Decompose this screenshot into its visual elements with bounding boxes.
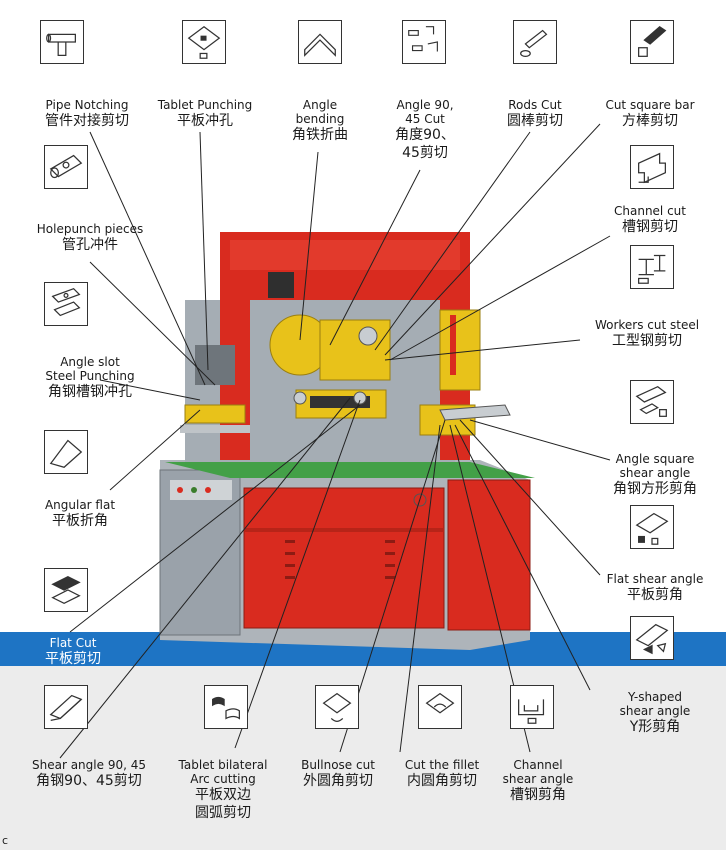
label-shear-angle-90-45: Shear angle 90, 45 角钢90、45剪切 [24,758,154,790]
label-channel-shear: Channel shear angle 槽钢剪角 [488,758,588,804]
workers-cut-zh: 工型钢剪切 [612,333,682,349]
angle-bend-icon [298,20,342,64]
tablet-bilateral-en1: Tablet bilateral [178,758,268,772]
angle-90-45-zh2: 45剪切 [402,145,448,161]
angle-square-en2: shear angle [619,466,691,480]
label-pipe-notching: Pipe Notching 管件对接剪切 [22,98,152,130]
flat-cut-en: Flat Cut [49,636,97,650]
flat-cut-icon [44,568,88,612]
channel-shear-en2: shear angle [502,772,574,786]
pipe-notching-en: Pipe Notching [45,98,129,112]
channel-cut-zh: 槽钢剪切 [622,219,678,235]
angle-slot-icon [44,282,88,326]
tablet-punching-en: Tablet Punching [157,98,253,112]
angle-square-icon [630,380,674,424]
holepunch-pipe-icon [44,145,88,189]
shear-angle-90-45-en: Shear angle 90, 45 [32,758,146,772]
angle-90-45-en2: 45 Cut [405,112,445,126]
label-flat-shear-angle: Flat shear angle 平板剪角 [590,572,720,604]
bullnose-cut-zh: 外圆角剪切 [303,773,373,789]
tablet-bilateral-zh1: 平板双边 [195,787,251,803]
label-workers-cut: Workers cut steel 工型钢剪切 [572,318,722,350]
angular-flat-en: Angular flat [44,498,116,512]
label-angular-flat: Angular flat 平板折角 [30,498,130,530]
channel-shear-en1: Channel [513,758,563,772]
angle-slot-zh: 角钢槽钢冲孔 [48,384,132,400]
shear-angle-icon [44,685,88,729]
square-bar-icon [630,20,674,64]
label-angle-slot: Angle slot Steel Punching 角钢槽钢冲孔 [25,355,155,401]
rods-cut-en: Rods Cut [508,98,562,112]
label-y-shaped: Y-shaped shear angle Y形剪角 [600,690,710,736]
label-rods-cut: Rods Cut 圆棒剪切 [490,98,580,130]
angle-square-zh: 角钢方形剪角 [613,481,697,497]
tablet-bilateral-en2: Arc cutting [190,772,256,786]
pipe-icon [40,20,84,64]
label-angle-bending: Angle bending 角铁折曲 [275,98,365,144]
label-angle-square: Angle square shear angle 角钢方形剪角 [590,452,720,498]
label-flat-cut: Flat Cut 平板剪切 [28,636,118,668]
angle-90-45-en1: Angle 90, [396,98,454,112]
angle-bending-zh: 角铁折曲 [292,127,348,143]
holepunch-en: Holepunch pieces [36,222,144,236]
fillet-icon [418,685,462,729]
tablet-punching-zh: 平板冲孔 [177,113,233,129]
workers-cut-en: Workers cut steel [594,318,700,332]
plate-punch-icon [182,20,226,64]
flat-shear-angle-en: Flat shear angle [606,572,704,586]
rods-icon [513,20,557,64]
angle-slot-en1: Angle slot [60,355,120,369]
i-beam-icon [630,245,674,289]
label-cut-the-fillet: Cut the fillet 内圆角剪切 [392,758,492,790]
angular-flat-icon [44,430,88,474]
flat-shear-icon [630,505,674,549]
label-cut-square-bar: Cut square bar 方棒剪切 [590,98,710,130]
holepunch-zh: 管孔冲件 [62,237,118,253]
bullnose-cut-en: Bullnose cut [301,758,375,772]
corner-mark: c [2,834,9,847]
label-bullnose-cut: Bullnose cut 外圆角剪切 [288,758,388,790]
channel-shear-zh: 槽钢剪角 [510,787,566,803]
label-tablet-punching: Tablet Punching 平板冲孔 [140,98,270,130]
y-shape-icon [630,616,674,660]
flat-cut-zh: 平板剪切 [45,651,101,667]
label-tablet-bilateral: Tablet bilateral Arc cutting 平板双边 圆弧剪切 [168,758,278,822]
angle-90-45-zh1: 角度90、 [395,127,455,143]
y-shaped-en1: Y-shaped [627,690,683,704]
tablet-bilateral-zh2: 圆弧剪切 [195,805,251,821]
label-angle-90-45: Angle 90, 45 Cut 角度90、 45剪切 [380,98,470,162]
cut-the-fillet-zh: 内圆角剪切 [407,773,477,789]
cut-square-bar-zh: 方棒剪切 [622,113,678,129]
rods-cut-zh: 圆棒剪切 [507,113,563,129]
y-shaped-zh: Y形剪角 [629,719,681,735]
pipe-notching-zh: 管件对接剪切 [45,113,129,129]
arc-cut-icon [204,685,248,729]
channel-shear-icon [510,685,554,729]
angle-bending-en2: bending [295,112,345,126]
y-shaped-en2: shear angle [619,704,691,718]
cut-square-bar-en: Cut square bar [605,98,695,112]
channel-cut-en: Channel cut [614,204,686,218]
channel-icon [630,145,674,189]
bullnose-icon [315,685,359,729]
angle-cut-icon [402,20,446,64]
label-channel-cut: Channel cut 槽钢剪切 [590,204,710,236]
flat-shear-angle-zh: 平板剪角 [627,587,683,603]
label-holepunch: Holepunch pieces 管孔冲件 [20,222,160,254]
cut-the-fillet-en: Cut the fillet [404,758,480,772]
angle-bending-en1: Angle [302,98,338,112]
angular-flat-zh: 平板折角 [52,513,108,529]
shear-angle-90-45-zh: 角钢90、45剪切 [36,773,142,789]
angle-square-en1: Angle square [615,452,695,466]
angle-slot-en2: Steel Punching [45,369,135,383]
